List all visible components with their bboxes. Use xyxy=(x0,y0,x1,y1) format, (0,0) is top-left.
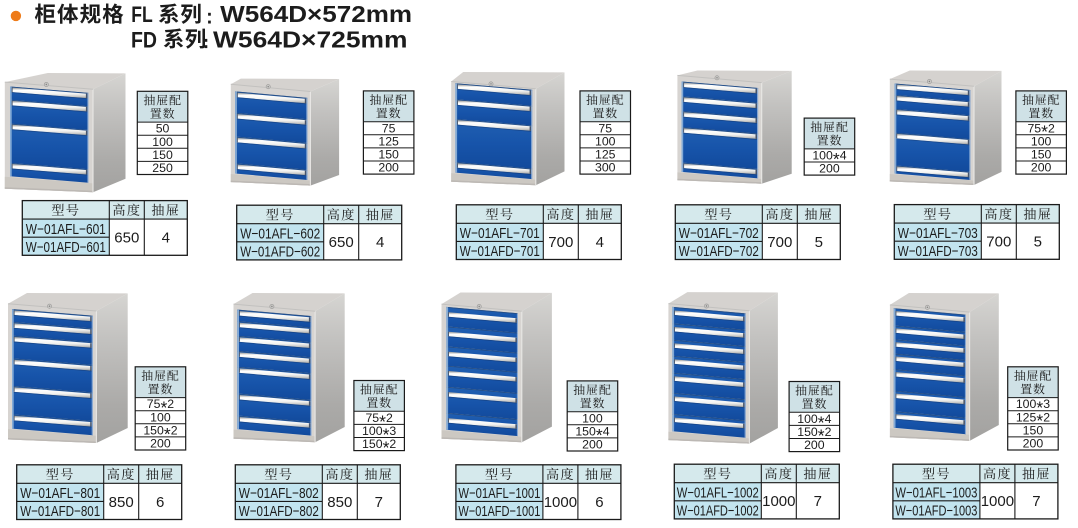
svg-text:FD: FD xyxy=(131,27,157,52)
svg-text:W−01AFD−601: W−01AFD−601 xyxy=(26,239,106,256)
svg-text:100: 100 xyxy=(150,410,171,424)
svg-text:6: 6 xyxy=(156,494,164,511)
svg-text:W564D×725mm: W564D×725mm xyxy=(213,27,408,53)
svg-text:W−01AFD−1003: W−01AFD−1003 xyxy=(895,502,977,519)
svg-text:FL: FL xyxy=(131,2,153,27)
svg-text:150*2: 150*2 xyxy=(362,437,396,457)
svg-text:7: 7 xyxy=(814,493,822,510)
svg-text:700: 700 xyxy=(986,234,1011,251)
svg-text:200: 200 xyxy=(378,161,399,175)
svg-text:150: 150 xyxy=(378,148,399,162)
svg-text:W−01AFL−701: W−01AFL−701 xyxy=(460,225,540,242)
svg-text:75: 75 xyxy=(382,121,396,135)
svg-text:W−01AFD−801: W−01AFD−801 xyxy=(20,503,100,520)
svg-text:W−01AFD−702: W−01AFD−702 xyxy=(679,243,759,260)
svg-text:W−01AFD−802: W−01AFD−802 xyxy=(239,503,319,520)
svg-text:700: 700 xyxy=(767,234,792,251)
svg-text:W−01AFL−802: W−01AFL−802 xyxy=(239,485,319,502)
svg-text:5: 5 xyxy=(1034,234,1042,251)
svg-text:125: 125 xyxy=(595,148,616,162)
svg-text:300: 300 xyxy=(595,161,616,175)
svg-text:200: 200 xyxy=(804,438,825,452)
svg-text:75: 75 xyxy=(598,121,612,135)
svg-text:1000: 1000 xyxy=(762,493,795,510)
svg-text:4: 4 xyxy=(162,230,170,247)
svg-text:650: 650 xyxy=(114,230,139,247)
svg-text:100: 100 xyxy=(152,135,173,149)
svg-text:7: 7 xyxy=(375,494,383,511)
svg-text:200: 200 xyxy=(1023,437,1044,451)
svg-text:650: 650 xyxy=(329,234,354,251)
svg-text:150: 150 xyxy=(152,148,173,162)
svg-text:W−01AFD−1002: W−01AFD−1002 xyxy=(677,502,759,519)
svg-text:100: 100 xyxy=(582,411,603,425)
svg-text:700: 700 xyxy=(548,234,573,251)
svg-text:4: 4 xyxy=(596,234,604,251)
svg-text:125: 125 xyxy=(378,134,399,148)
svg-text:W−01AFD−602: W−01AFD−602 xyxy=(240,243,320,260)
svg-text:850: 850 xyxy=(327,494,352,511)
svg-text:W−01AFL−602: W−01AFL−602 xyxy=(240,225,320,242)
svg-text:W−01AFL−702: W−01AFL−702 xyxy=(679,225,759,242)
svg-text:7: 7 xyxy=(1032,493,1040,510)
svg-text:W−01AFL−801: W−01AFL−801 xyxy=(20,485,100,502)
svg-text:W−01AFL−601: W−01AFL−601 xyxy=(26,221,106,238)
svg-text:4: 4 xyxy=(376,234,384,251)
svg-text:1000: 1000 xyxy=(544,494,577,511)
svg-text:200: 200 xyxy=(582,438,603,452)
svg-text:W564D×572mm: W564D×572mm xyxy=(220,1,412,27)
svg-text:100: 100 xyxy=(1031,134,1052,148)
svg-text:250: 250 xyxy=(152,161,173,175)
svg-text:850: 850 xyxy=(109,494,134,511)
svg-text:W−01AFD−703: W−01AFD−703 xyxy=(898,243,978,260)
svg-text:1000: 1000 xyxy=(981,493,1014,510)
svg-text:200: 200 xyxy=(1031,161,1052,175)
svg-text:100: 100 xyxy=(595,134,616,148)
svg-text:6: 6 xyxy=(595,494,603,511)
svg-text:200: 200 xyxy=(819,162,840,176)
svg-text:150: 150 xyxy=(1023,423,1044,437)
svg-text:5: 5 xyxy=(815,234,823,251)
svg-text:50: 50 xyxy=(156,122,170,136)
svg-text:W−01AFD−701: W−01AFD−701 xyxy=(460,243,540,260)
svg-text:200: 200 xyxy=(150,437,171,451)
svg-text:W−01AFD−1001: W−01AFD−1001 xyxy=(458,503,540,520)
svg-text:W−01AFL−1001: W−01AFL−1001 xyxy=(458,485,540,502)
svg-text:150: 150 xyxy=(1031,148,1052,162)
svg-text:W−01AFL−1003: W−01AFL−1003 xyxy=(895,484,977,501)
svg-text:W−01AFL−1002: W−01AFL−1002 xyxy=(677,484,759,501)
svg-text:W−01AFL−703: W−01AFL−703 xyxy=(898,225,978,242)
